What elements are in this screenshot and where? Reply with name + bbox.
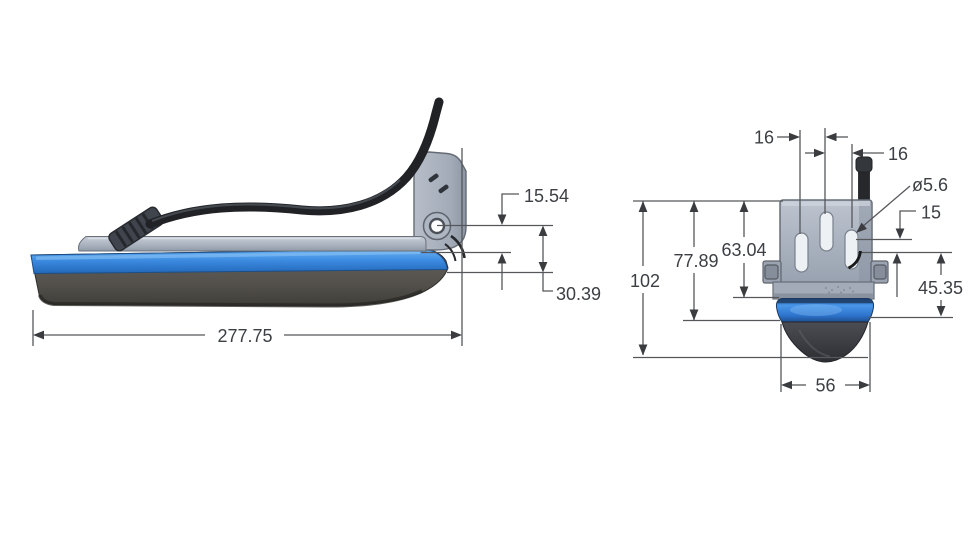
side-view: 15.54 30.39 277.75 <box>30 97 601 346</box>
mounting-plate <box>78 236 427 252</box>
slot-right <box>844 229 859 270</box>
dim-overall-height-label: 102 <box>630 271 660 291</box>
cable-stem-cap <box>855 156 873 173</box>
slot-left <box>794 232 809 273</box>
dim-slot-width-label: ø5.6 <box>912 175 948 195</box>
dim-pivot-to-dome-label: 45.35 <box>918 278 963 298</box>
dim-overall-length-label: 277.75 <box>217 326 272 346</box>
cone-highlight <box>798 329 831 358</box>
transducer-cable <box>145 97 444 229</box>
dim-pivot-to-hull-label: 30.39 <box>556 284 601 304</box>
hull-bottom-shade <box>38 289 423 308</box>
dim-dome-width-label: 56 <box>815 376 835 396</box>
dim-slot-length-label: 15 <box>921 203 941 223</box>
swing-arc-marks <box>444 234 466 262</box>
bracket-flange-shade <box>774 293 873 298</box>
blue-strip-highlight <box>36 251 420 260</box>
bracket-right-shade <box>859 202 871 282</box>
side-view-dimensions: 15.54 30.39 277.75 <box>32 148 601 346</box>
dome-top-band <box>777 298 873 304</box>
right-ear-bolt <box>873 264 887 280</box>
front-view-dimensions: 102 77.89 63.04 16 <box>630 128 963 396</box>
flange-texture-dots <box>825 286 854 294</box>
dim-slot-pitch-left-label: 16 <box>754 128 774 148</box>
cable-stem <box>858 167 870 203</box>
dim-bracket-height-label: 63.04 <box>721 240 766 260</box>
dim-slot-pitch-right-label: 16 <box>888 144 908 164</box>
cable-highlight <box>151 179 401 223</box>
bracket-top-highlight <box>782 201 870 206</box>
bracket-slots <box>794 211 859 273</box>
bracket-slot-marks <box>428 173 449 194</box>
slot-curve-mark <box>847 250 862 270</box>
dim-pivot-to-mount-label: 15.54 <box>524 186 569 206</box>
slot-center <box>819 211 834 252</box>
dome-highlight <box>790 304 842 316</box>
front-view: 102 77.89 63.04 16 <box>630 128 963 396</box>
cone-dark <box>781 321 869 363</box>
dim-top-to-hull-label: 77.89 <box>673 251 718 271</box>
left-ear-bolt <box>764 264 779 280</box>
